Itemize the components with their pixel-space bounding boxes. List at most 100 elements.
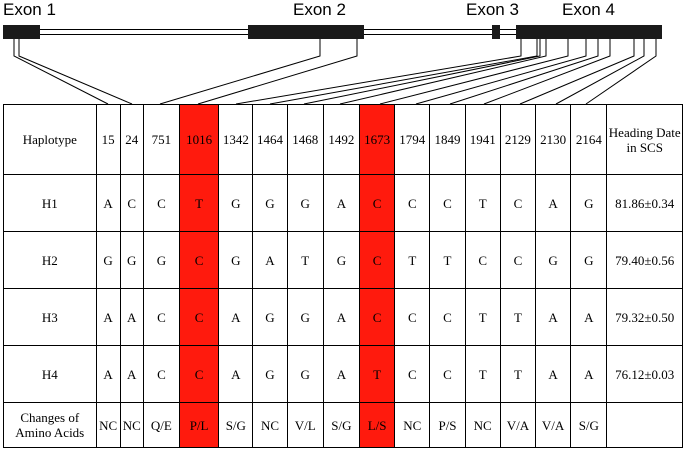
allele-cell: C: [358, 231, 396, 289]
allele-cell: G: [286, 345, 324, 403]
position-header-2129: 2129: [499, 104, 537, 175]
position-header-1016: 1016: [178, 104, 220, 175]
position-header-15: 15: [95, 104, 121, 175]
haplotype-cell: H1: [3, 174, 97, 232]
position-header-24: 24: [119, 104, 144, 175]
snp-link-24: [18, 39, 133, 105]
snp-link-1468: [303, 39, 541, 105]
position-header-1941: 1941: [464, 104, 501, 175]
position-header-1342: 1342: [218, 104, 254, 175]
allele-cell: C: [178, 231, 220, 289]
allele-cell: A: [119, 288, 144, 346]
amino-acid-cell: NC: [394, 402, 431, 448]
allele-cell: G: [322, 231, 361, 289]
allele-cell: T: [499, 345, 537, 403]
allele-cell: C: [178, 345, 220, 403]
amino-acid-cell: P/S: [429, 402, 466, 448]
heading-date-cell: 81.86±0.34: [606, 174, 683, 232]
allele-cell: T: [464, 174, 501, 232]
allele-cell: C: [358, 174, 396, 232]
allele-cell: A: [535, 345, 572, 403]
amino-acid-cell: NC: [252, 402, 288, 448]
allele-cell: C: [142, 345, 181, 403]
amino-acid-cell: V/L: [286, 402, 324, 448]
allele-cell: C: [142, 174, 181, 232]
allele-cell: T: [358, 345, 396, 403]
allele-cell: C: [142, 288, 181, 346]
haplotype-cell: H2: [3, 231, 97, 289]
allele-cell: T: [178, 174, 220, 232]
allele-cell: G: [570, 231, 608, 289]
snp-link-751: [159, 39, 321, 105]
allele-cell: T: [499, 288, 537, 346]
allele-cell: A: [95, 288, 121, 346]
allele-cell: A: [535, 174, 572, 232]
allele-cell: C: [358, 288, 396, 346]
allele-cell: C: [429, 174, 466, 232]
allele-cell: C: [394, 345, 431, 403]
allele-cell: A: [535, 288, 572, 346]
snp-link-1673: [379, 39, 569, 105]
amino-acid-cell: Q/E: [142, 402, 181, 448]
allele-cell: A: [218, 288, 254, 346]
allele-cell: T: [394, 231, 431, 289]
allele-cell: T: [429, 231, 466, 289]
amino-acid-cell: NC: [464, 402, 501, 448]
amino-acid-cell: V/A: [499, 402, 537, 448]
empty-cell: [606, 402, 683, 448]
allele-cell: G: [252, 174, 288, 232]
exon-4-label: Exon 4: [562, 0, 615, 19]
allele-cell: C: [429, 288, 466, 346]
amino-acid-cell: V/A: [535, 402, 572, 448]
amino-acid-cell: P/L: [178, 402, 220, 448]
snp-link-1016: [197, 39, 358, 105]
allele-cell: A: [322, 174, 361, 232]
haplotype-cell: H3: [3, 288, 97, 346]
exon-2-label: Exon 2: [293, 0, 346, 19]
allele-cell: G: [119, 231, 144, 289]
allele-cell: G: [218, 231, 254, 289]
snp-link-1464: [269, 39, 538, 105]
position-header-1673: 1673: [358, 104, 396, 175]
allele-cell: T: [464, 288, 501, 346]
position-header-2164: 2164: [570, 104, 608, 175]
amino-acid-cell: S/G: [570, 402, 608, 448]
position-header-1794: 1794: [394, 104, 431, 175]
allele-cell: T: [464, 345, 501, 403]
allele-cell: A: [322, 345, 361, 403]
allele-cell: G: [570, 174, 608, 232]
amino-acid-cell: NC: [95, 402, 121, 448]
allele-cell: T: [286, 231, 324, 289]
allele-cell: G: [252, 345, 288, 403]
allele-cell: C: [119, 174, 144, 232]
exon-4-box: [516, 25, 662, 39]
haplotype-header: Haplotype: [3, 104, 97, 175]
snp-connector-lines: [13, 39, 657, 105]
allele-cell: C: [464, 231, 501, 289]
snp-link-15: [13, 39, 109, 105]
snp-link-2164: [585, 39, 657, 105]
position-header-751: 751: [142, 104, 181, 175]
allele-cell: A: [322, 288, 361, 346]
allele-cell: C: [499, 231, 537, 289]
allele-cell: C: [178, 288, 220, 346]
snp-link-2129: [519, 39, 635, 105]
allele-cell: A: [95, 174, 121, 232]
heading-date-cell: 79.40±0.56: [606, 231, 683, 289]
snp-link-1342: [235, 39, 522, 105]
position-header-1464: 1464: [252, 104, 288, 175]
allele-cell: C: [394, 174, 431, 232]
haplotype-cell: H4: [3, 345, 97, 403]
exon-1-label: Exon 1: [3, 0, 56, 19]
heading-date-cell: 76.12±0.03: [606, 345, 683, 403]
allele-cell: A: [119, 345, 144, 403]
position-header-1492: 1492: [322, 104, 361, 175]
trait-header: Heading Date in SCS: [606, 104, 683, 175]
allele-cell: G: [286, 174, 324, 232]
